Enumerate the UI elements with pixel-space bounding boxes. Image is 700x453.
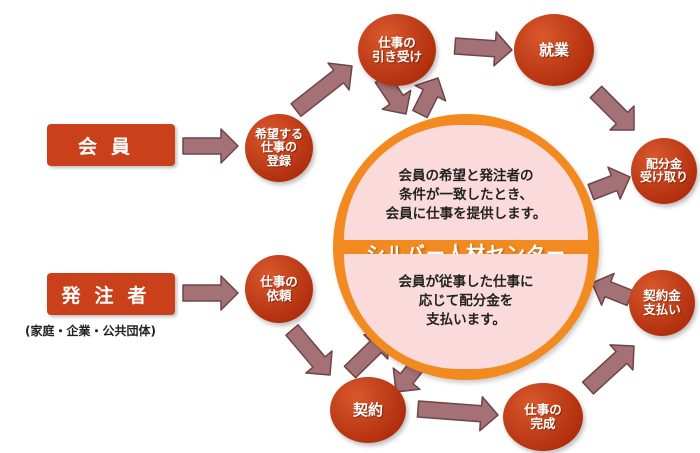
orderer-note: (家庭・企業・公共団体) [25, 324, 156, 338]
arrow-register-to-accept [290, 62, 353, 118]
arrow-accept-to-work [453, 31, 513, 67]
orderer-box: 発注者 [47, 273, 175, 315]
node-receive: 配分金 受け取り [631, 138, 697, 204]
arrow-member-to-register [182, 128, 239, 164]
arrow-center-to-receive [587, 166, 631, 201]
node-payment: 契約金 支払い [629, 270, 695, 336]
arrow-request-to-contract [285, 324, 333, 376]
center-bottom-text: 会員が従事した仕事に 応じて配分金を 支払います。 [398, 274, 534, 328]
node-contract-label: 契約 [352, 400, 383, 419]
node-request-label: 仕事の 依頼 [260, 274, 298, 303]
node-contract: 契約 [330, 377, 406, 443]
node-complete: 仕事の 完成 [503, 383, 583, 451]
node-register-label: 希望する 仕事の 登録 [254, 126, 303, 168]
node-register: 希望する 仕事の 登録 [245, 114, 313, 182]
node-complete-label: 仕事の 完成 [524, 402, 562, 431]
arrow-center-to-accept [412, 77, 447, 119]
node-request: 仕事の 依頼 [245, 255, 313, 323]
member-label: 会員 [77, 135, 144, 158]
orderer-label: 発注者 [61, 284, 161, 307]
arrow-payment-to-center [591, 272, 634, 307]
arrow-contract-to-complete [416, 396, 499, 432]
center-top-text: 会員の希望と発注者の 条件が一致したとき、 会員に仕事を提供します。 [385, 168, 547, 222]
arrow-orderer-to-request [182, 275, 239, 311]
node-payment-label: 契約金 支払い [643, 288, 681, 317]
member-box: 会員 [47, 124, 175, 166]
silver-center: 会員の希望と発注者の 条件が一致したとき、 会員に仕事を提供します。 シルバー人… [333, 114, 599, 380]
arrow-work-to-receive [589, 85, 635, 131]
node-receive-label: 配分金 受け取り [639, 156, 688, 184]
node-accept: 仕事の 引き受け [358, 14, 436, 86]
node-accept-label: 仕事の 引き受け [371, 35, 422, 64]
arrow-complete-to-payment [581, 344, 635, 395]
node-work: 就業 [514, 14, 594, 86]
node-work-label: 就業 [538, 40, 569, 59]
